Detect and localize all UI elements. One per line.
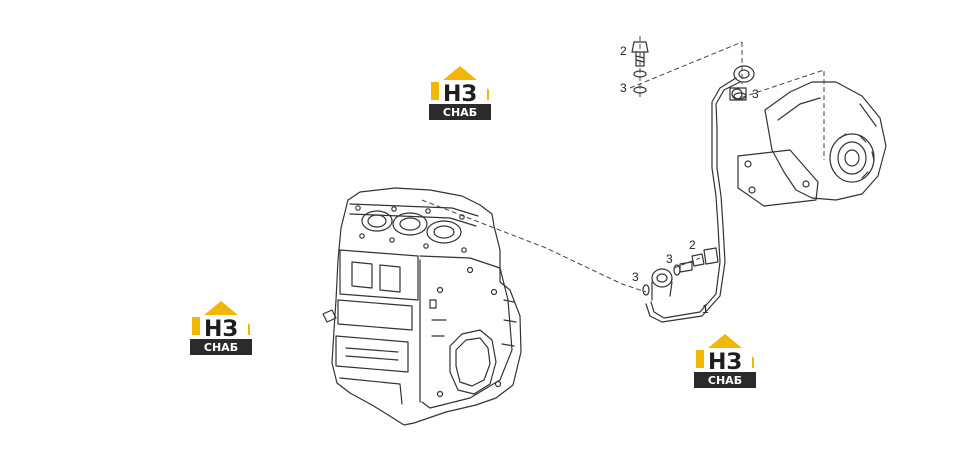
callout-3-top-right: 3 <box>752 87 759 101</box>
logo-letters: НЗ <box>443 82 477 107</box>
callout-3-top-left: 3 <box>620 81 627 95</box>
engine-block <box>322 187 522 426</box>
logo-caption: СНАБ <box>204 341 238 354</box>
nz-snab-logo-icon: НЗ СНАБ <box>190 301 252 355</box>
logo-caption: СНАБ <box>708 374 742 387</box>
logo-letters: НЗ <box>708 350 742 375</box>
logo-letters: НЗ <box>204 317 238 342</box>
nz-snab-logo-icon: НЗ СНАБ <box>429 66 491 120</box>
turbocharger <box>729 81 887 207</box>
callout-1: 1 <box>702 302 709 316</box>
logo-caption: СНАБ <box>443 106 477 119</box>
callout-3-bottom-right: 3 <box>666 252 673 266</box>
oil-pipe <box>645 65 755 323</box>
watermark-logo-left: НЗ СНАБ <box>190 295 252 359</box>
callout-2-bottom: 2 <box>689 238 696 252</box>
watermark-logo-top: НЗ СНАБ <box>429 60 491 124</box>
nz-snab-logo-icon: НЗ СНАБ <box>694 334 756 388</box>
assembly-lines <box>421 36 825 293</box>
watermark-logo-right: НЗ СНАБ <box>694 328 756 392</box>
callout-3-bottom-left: 3 <box>632 270 639 284</box>
callout-2-top: 2 <box>620 44 627 58</box>
banjo-bolt-top <box>631 41 747 100</box>
banjo-bolt-bottom <box>642 253 705 296</box>
